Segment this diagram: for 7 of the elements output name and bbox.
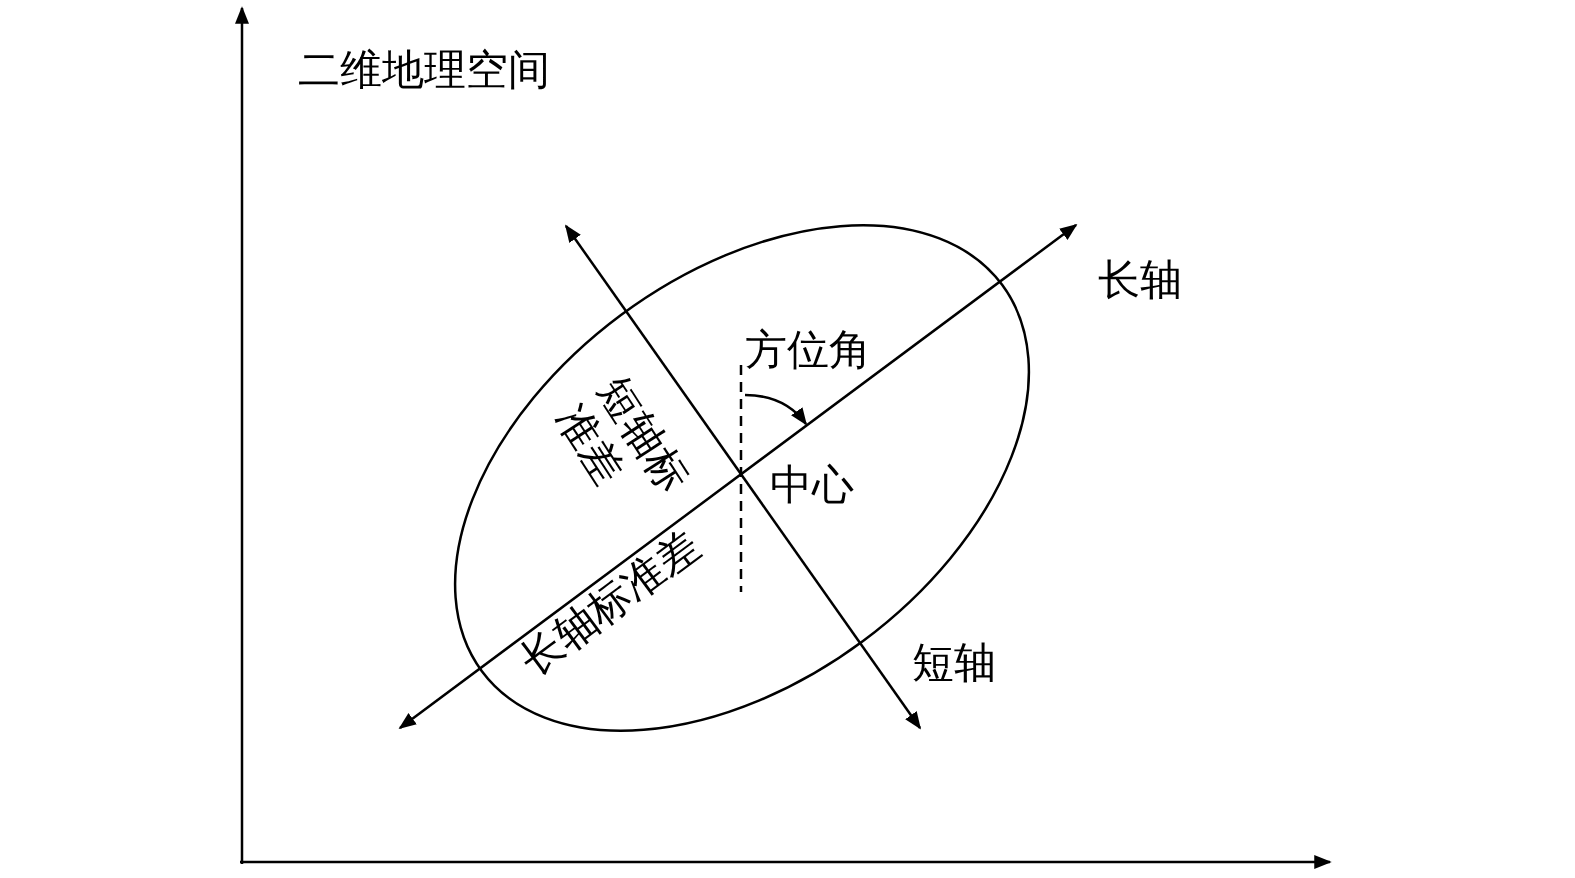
- axis-label: 长轴: [1098, 256, 1182, 305]
- axis-label: 长轴标准差: [511, 520, 709, 686]
- axis-label: 短轴标准差: [546, 368, 698, 503]
- diagram-title: 二维地理空间: [298, 46, 550, 95]
- axis-label: 短轴: [912, 639, 996, 688]
- center-label: 中心: [770, 461, 854, 510]
- angle-label: 方位角: [745, 326, 871, 375]
